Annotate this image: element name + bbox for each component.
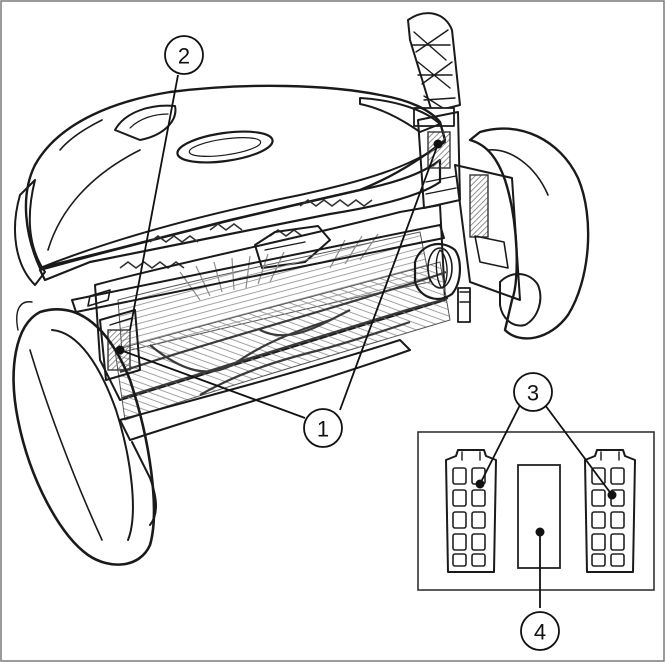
callout-3-label: 3	[527, 381, 539, 406]
callout-2-label: 2	[178, 44, 190, 69]
left-shell-side	[14, 179, 46, 286]
left-wheel	[12, 301, 156, 566]
lower-body-edge	[131, 441, 157, 526]
callout-3: 3	[513, 372, 553, 412]
lower-body	[119, 339, 411, 441]
leader-dots	[115, 139, 617, 537]
right-side-panel	[454, 164, 521, 301]
callout-1: 1	[303, 408, 343, 448]
filter-inset	[417, 431, 655, 591]
right-wheel	[468, 127, 590, 340]
brush-bar	[71, 224, 445, 313]
right-filter-cartridge	[584, 449, 636, 573]
callout-4-label: 4	[534, 620, 546, 645]
front-brush	[114, 261, 451, 421]
center-filter-element	[517, 464, 561, 569]
callout-2: 2	[164, 35, 204, 75]
callout-4: 4	[520, 611, 560, 651]
leader-lines	[119, 74, 613, 608]
robot-cleaner	[12, 12, 590, 566]
callout-1-label: 1	[317, 417, 329, 442]
brush-axle	[413, 242, 471, 323]
top-shell	[24, 84, 447, 270]
